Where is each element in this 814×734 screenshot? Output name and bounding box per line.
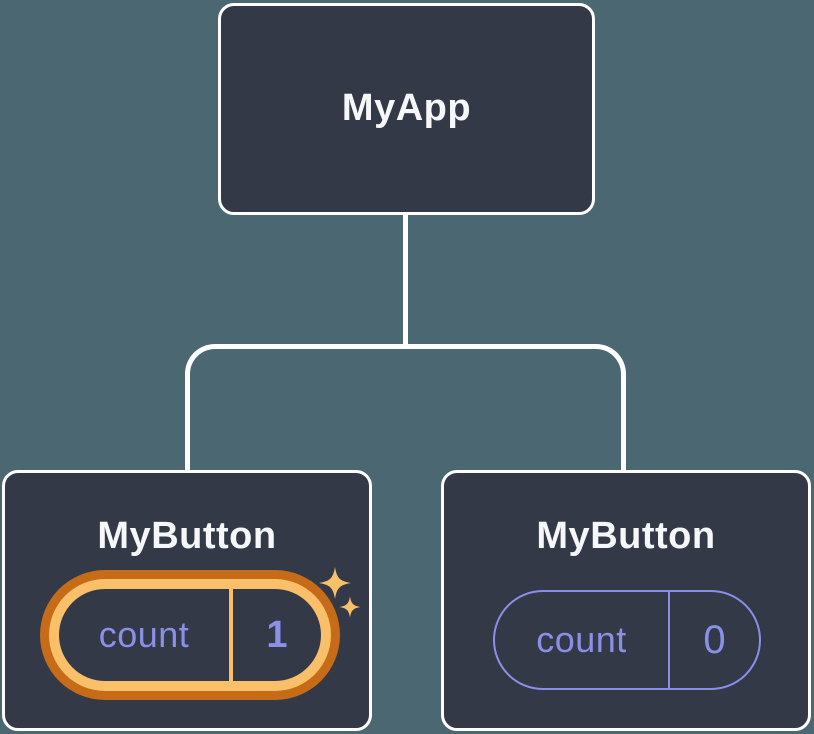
node-mybutton-left-label: MyButton xyxy=(97,515,277,557)
state-name-label: count xyxy=(98,614,190,655)
state-pill: count 0 xyxy=(493,590,761,690)
sparkle-icon-small xyxy=(339,596,361,618)
node-mybutton-right: MyButton count 0 xyxy=(441,470,811,731)
state-pill-core: count 1 xyxy=(59,589,321,681)
state-value: 0 xyxy=(703,617,726,662)
node-mybutton-left: MyButton count 1 xyxy=(2,470,372,731)
sparkles-icon xyxy=(319,567,361,618)
state-name-section: count xyxy=(59,589,229,681)
sparkle-icon-large xyxy=(319,567,351,599)
state-pill-highlighted: count 1 xyxy=(40,570,340,700)
state-value-section: 0 xyxy=(670,592,759,688)
connector-branch-bracket xyxy=(185,344,626,472)
state-pill-divider xyxy=(229,589,233,681)
state-value: 1 xyxy=(266,613,288,656)
node-mybutton-right-label: MyButton xyxy=(536,515,716,557)
node-myapp-label: MyApp xyxy=(341,87,472,130)
node-myapp: MyApp xyxy=(218,3,595,215)
state-pill-gold-ring: count 1 xyxy=(49,579,331,691)
state-value-section: 1 xyxy=(233,589,321,681)
state-name-label: count xyxy=(536,619,627,660)
connector-stem xyxy=(403,214,408,346)
state-pill-divider xyxy=(668,592,670,688)
state-name-section: count xyxy=(495,592,668,688)
